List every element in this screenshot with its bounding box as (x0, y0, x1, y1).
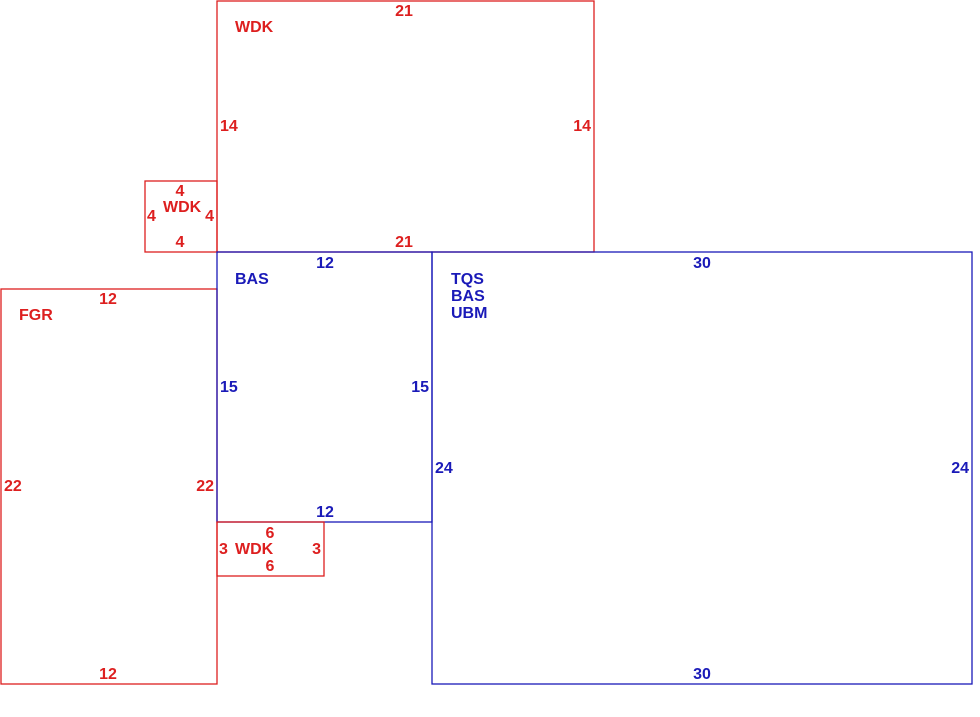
area-fgr-dim-left: 22 (4, 478, 22, 495)
area-bas-dim-left: 15 (220, 379, 238, 396)
area-main-outline (431, 251, 973, 685)
area-wdk-bottom-dim-right: 3 (312, 541, 321, 558)
area-main-label-3: UBM (451, 305, 487, 322)
area-fgr-outline (0, 288, 218, 685)
area-wdk-small-outline (144, 180, 218, 253)
area-wdk-bottom-outline (216, 521, 325, 577)
area-bas-label: BAS (235, 271, 269, 288)
area-fgr: FGR 12 12 22 22 (0, 288, 218, 685)
area-wdk-small-dim-left: 4 (147, 208, 156, 225)
area-wdk-top-dim-top: 21 (395, 3, 413, 20)
area-bas-outline (216, 251, 433, 523)
area-wdk-top-dim-bottom: 21 (395, 234, 413, 251)
area-wdk-top-outline (216, 0, 595, 253)
area-bas-dim-top: 12 (316, 255, 334, 272)
area-wdk-bottom-dim-left: 3 (219, 541, 228, 558)
area-main-label-2: BAS (451, 288, 485, 305)
area-main-label-1: TQS (451, 271, 484, 288)
area-wdk-small-dim-top: 4 (176, 183, 185, 200)
area-wdk-small-dim-right: 4 (205, 208, 214, 225)
area-wdk-small-label: WDK (163, 199, 202, 216)
area-bas-dim-bottom: 12 (316, 504, 334, 521)
area-wdk-bottom: WDK 6 6 3 3 (216, 521, 325, 577)
area-wdk-bottom-dim-top: 6 (266, 525, 275, 542)
area-main-dim-left: 24 (435, 460, 453, 477)
area-wdk-small-dim-bottom: 4 (176, 234, 185, 251)
area-wdk-bottom-dim-bottom: 6 (266, 558, 275, 575)
area-wdk-top: WDK 21 21 14 14 (216, 0, 595, 253)
area-fgr-dim-bottom: 12 (99, 666, 117, 683)
area-bas: BAS 12 12 15 15 (216, 251, 433, 523)
area-fgr-label: FGR (19, 307, 53, 324)
area-wdk-small: WDK 4 4 4 4 (144, 180, 218, 253)
area-wdk-top-dim-left: 14 (220, 118, 238, 135)
area-main-dim-bottom: 30 (693, 666, 711, 683)
area-main: TQS BAS UBM 30 30 24 24 (431, 251, 973, 685)
area-wdk-top-label: WDK (235, 19, 274, 36)
area-fgr-dim-right: 22 (196, 478, 214, 495)
area-fgr-dim-top: 12 (99, 291, 117, 308)
area-bas-dim-right: 15 (411, 379, 429, 396)
area-wdk-top-dim-right: 14 (573, 118, 591, 135)
area-main-dim-top: 30 (693, 255, 711, 272)
area-wdk-bottom-label: WDK (235, 541, 274, 558)
area-main-dim-right: 24 (951, 460, 969, 477)
